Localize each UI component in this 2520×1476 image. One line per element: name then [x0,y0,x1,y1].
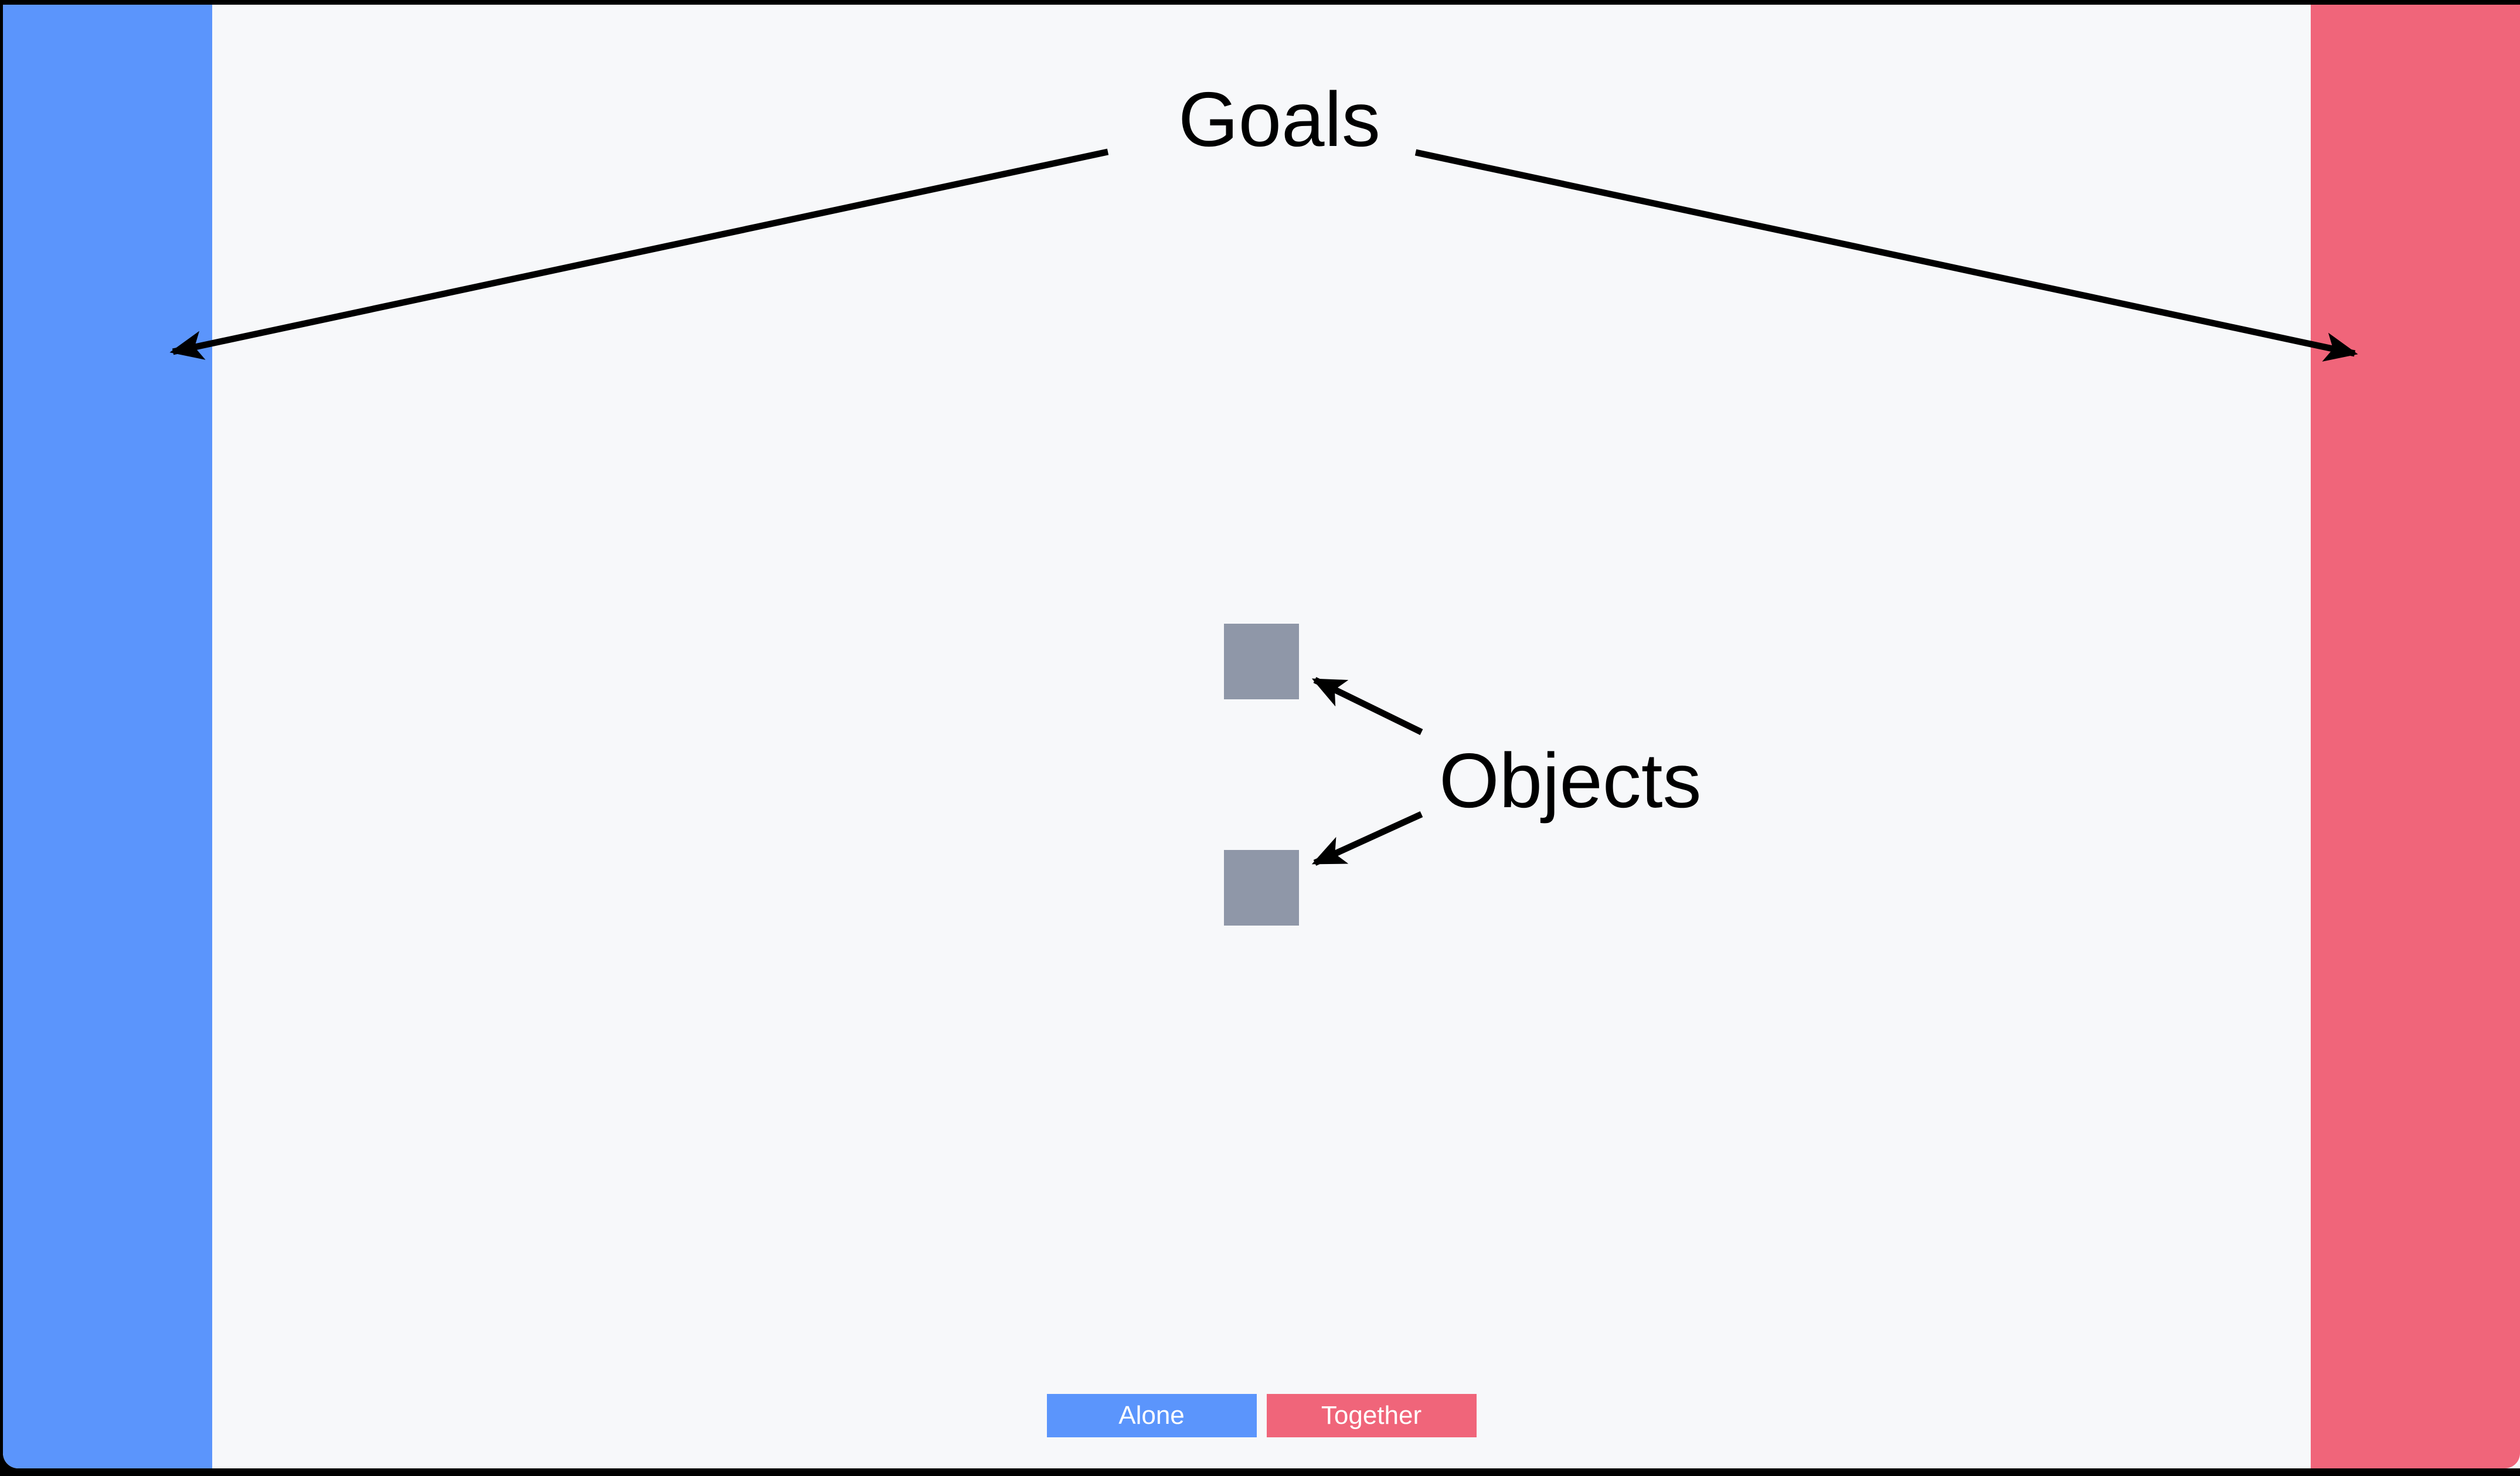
together-button[interactable]: Together [1266,1394,1477,1437]
alone-button[interactable]: Alone [1046,1394,1257,1437]
simulation-stage: Goals Objects Alone Together [3,5,2520,1468]
left-goal-zone [3,5,212,1468]
object-block-2[interactable] [1224,850,1299,926]
goals-to-left-arrow [169,148,1109,360]
objects-to-block-1-arrow [1311,677,1423,735]
objects-label: Objects [1439,737,1702,824]
goals-to-right-arrow [1414,149,2358,362]
right-goal-zone [2311,5,2520,1468]
objects-to-block-2-arrow [1311,811,1423,866]
goals-label: Goals [1178,76,1380,162]
control-bar: Alone Together [3,1394,2520,1447]
object-block-1[interactable] [1224,624,1299,699]
annotation-overlay [169,148,2358,866]
